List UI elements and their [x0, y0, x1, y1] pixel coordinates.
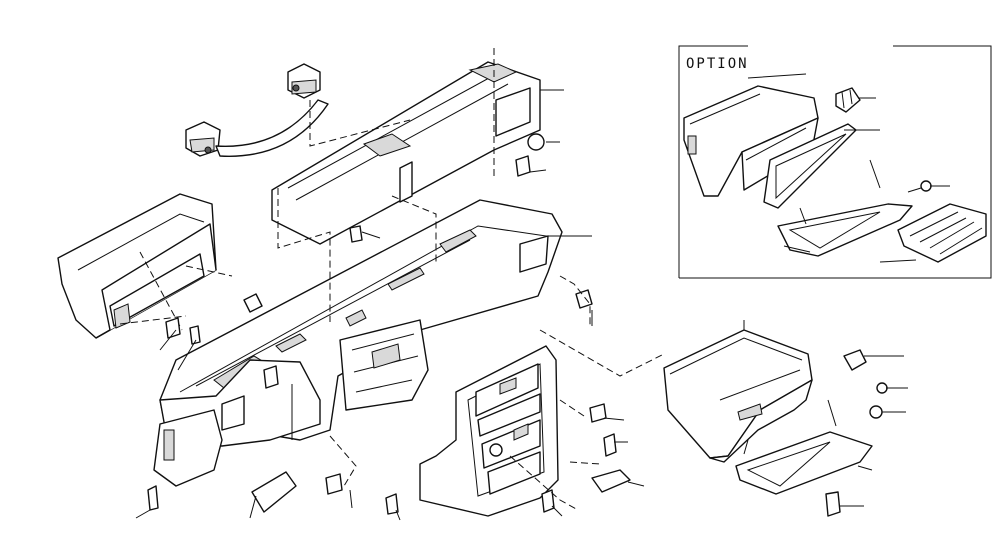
option-label: OPTION — [686, 56, 749, 72]
nut-part — [243, 293, 263, 313]
clip-part — [515, 155, 531, 177]
nut-right — [575, 289, 593, 309]
option-glove-box — [683, 85, 819, 197]
option-lock — [835, 87, 861, 113]
assist-grip — [185, 63, 329, 157]
kick-panel — [251, 471, 297, 513]
meter-hood — [57, 193, 233, 339]
bolt-part — [349, 225, 363, 243]
option-box: OPTION — [678, 45, 992, 279]
leader-lines — [135, 89, 908, 521]
glove-box — [663, 329, 888, 517]
option-ribbed-insert — [897, 203, 987, 263]
pocket-part — [591, 469, 631, 493]
dash-top-cover — [271, 61, 541, 245]
option-inner-tray — [777, 159, 913, 257]
option-lid-frame — [763, 123, 857, 209]
cap-part — [527, 133, 545, 151]
option-screw — [907, 180, 932, 193]
clip-lower — [263, 365, 279, 389]
screw-lower-left — [147, 485, 159, 511]
assembly-lines — [277, 48, 665, 511]
main-instrument-panel — [153, 199, 563, 487]
small-parts — [147, 133, 631, 515]
cluster-finisher — [419, 345, 559, 517]
